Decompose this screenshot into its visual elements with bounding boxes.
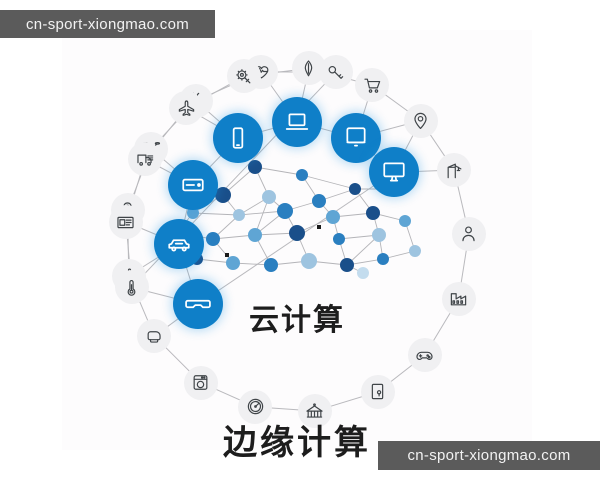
boxing-glove-icon[interactable] — [137, 319, 172, 354]
thermometer-icon[interactable] — [114, 270, 149, 305]
vr-goggles-icon[interactable] — [173, 279, 224, 330]
factory-icon[interactable] — [441, 281, 476, 316]
cloud-computing-label: 云计算 — [249, 304, 345, 337]
watermark-bottom: cn-sport-xiongmao.com — [378, 441, 600, 470]
laptop-icon[interactable] — [272, 97, 322, 147]
news-icon[interactable] — [108, 205, 143, 240]
desktop-icon[interactable] — [368, 147, 419, 198]
car-icon[interactable] — [154, 219, 205, 270]
washing-machine-icon[interactable] — [183, 365, 218, 400]
person-icon[interactable] — [451, 216, 486, 251]
gear-wrench-icon[interactable] — [226, 59, 261, 94]
phone-icon[interactable] — [213, 112, 263, 163]
gamepad-icon[interactable] — [407, 338, 442, 373]
truck-icon[interactable] — [128, 142, 163, 177]
watermark-top: cn-sport-xiongmao.com — [0, 10, 215, 38]
map-pin-icon[interactable] — [403, 103, 438, 138]
server-icon[interactable] — [167, 159, 218, 210]
lock-door-icon[interactable] — [360, 374, 395, 409]
airplane-icon[interactable] — [169, 91, 204, 126]
tablet-icon[interactable] — [331, 112, 381, 163]
cart-icon[interactable] — [355, 68, 390, 103]
torch-icon[interactable] — [291, 51, 326, 86]
iot-edge-cloud-diagram: 云计算 边缘计算 — [62, 30, 532, 462]
bank-icon[interactable] — [297, 394, 332, 429]
crane-icon[interactable] — [437, 153, 472, 188]
edge-computing-label: 边缘计算 — [223, 424, 371, 462]
gauge-icon[interactable] — [238, 389, 273, 424]
